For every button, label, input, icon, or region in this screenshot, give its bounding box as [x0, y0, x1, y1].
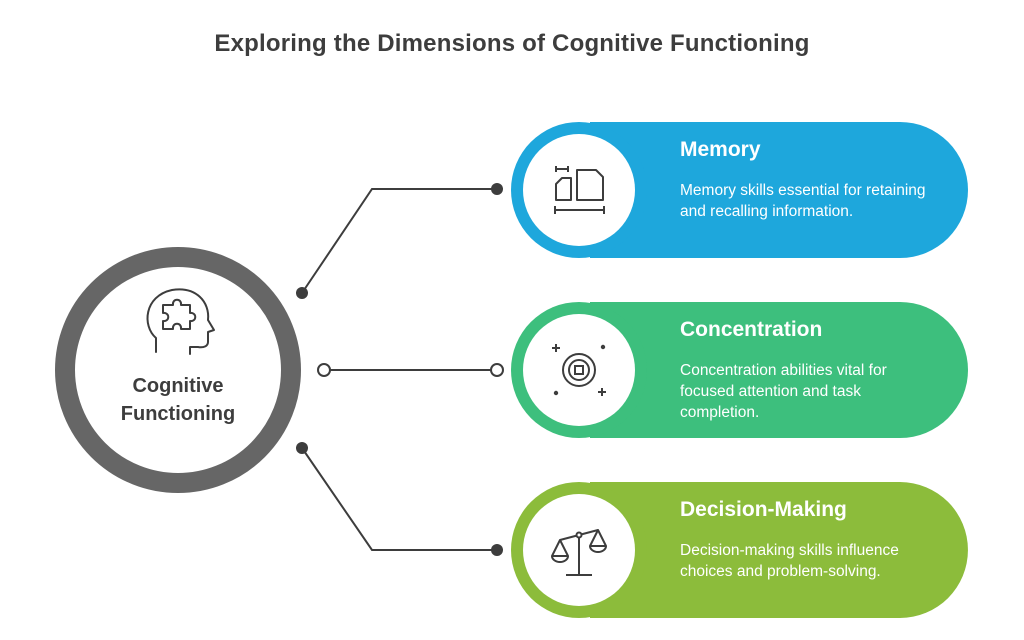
dot-decision-start	[296, 442, 308, 454]
card-concentration-inner-circle	[523, 314, 635, 426]
dot-decision-end	[491, 544, 503, 556]
decision-description: Decision-making skills influence choices…	[680, 542, 899, 580]
card-memory	[511, 122, 968, 258]
dot-memory-end	[491, 183, 503, 195]
card-concentration-pill	[590, 302, 968, 438]
memory-title: Memory	[680, 138, 761, 161]
card-decision	[511, 482, 968, 618]
connector-dots	[296, 183, 504, 556]
decision-title: Decision-Making	[680, 498, 847, 521]
concentration-title: Concentration	[680, 318, 823, 341]
memory-blocks-icon	[554, 166, 605, 214]
connector-decision	[301, 447, 497, 551]
card-memory-inner-circle	[523, 134, 635, 246]
center-label: Cognitive Functioning	[88, 372, 268, 428]
dot-memory-start	[296, 287, 308, 299]
center-ring	[55, 247, 301, 493]
connector-memory	[301, 188, 497, 294]
diagram-title: Exploring the Dimensions of Cognitive Fu…	[214, 30, 810, 57]
card-decision-pill	[590, 482, 968, 618]
head-puzzle-icon	[146, 288, 215, 355]
concentration-text: Concentration Concentration abilities vi…	[680, 318, 930, 423]
card-concentration	[511, 302, 968, 438]
center-label-line2: Functioning	[120, 403, 236, 425]
dot-concentration-start	[317, 363, 331, 377]
decision-text: Decision-Making Decision-making skills i…	[680, 498, 930, 582]
memory-description: Memory skills essential for retaining an…	[680, 182, 926, 220]
target-focus-icon	[552, 344, 606, 396]
connectors	[301, 188, 497, 551]
concentration-description: Concentration abilities vital for focuse…	[680, 362, 887, 421]
memory-text: Memory Memory skills essential for retai…	[680, 138, 930, 222]
card-memory-pill	[590, 122, 968, 258]
dot-concentration-end	[490, 363, 504, 377]
center-label-line1: Cognitive	[132, 375, 224, 397]
scales-icon	[551, 529, 607, 576]
